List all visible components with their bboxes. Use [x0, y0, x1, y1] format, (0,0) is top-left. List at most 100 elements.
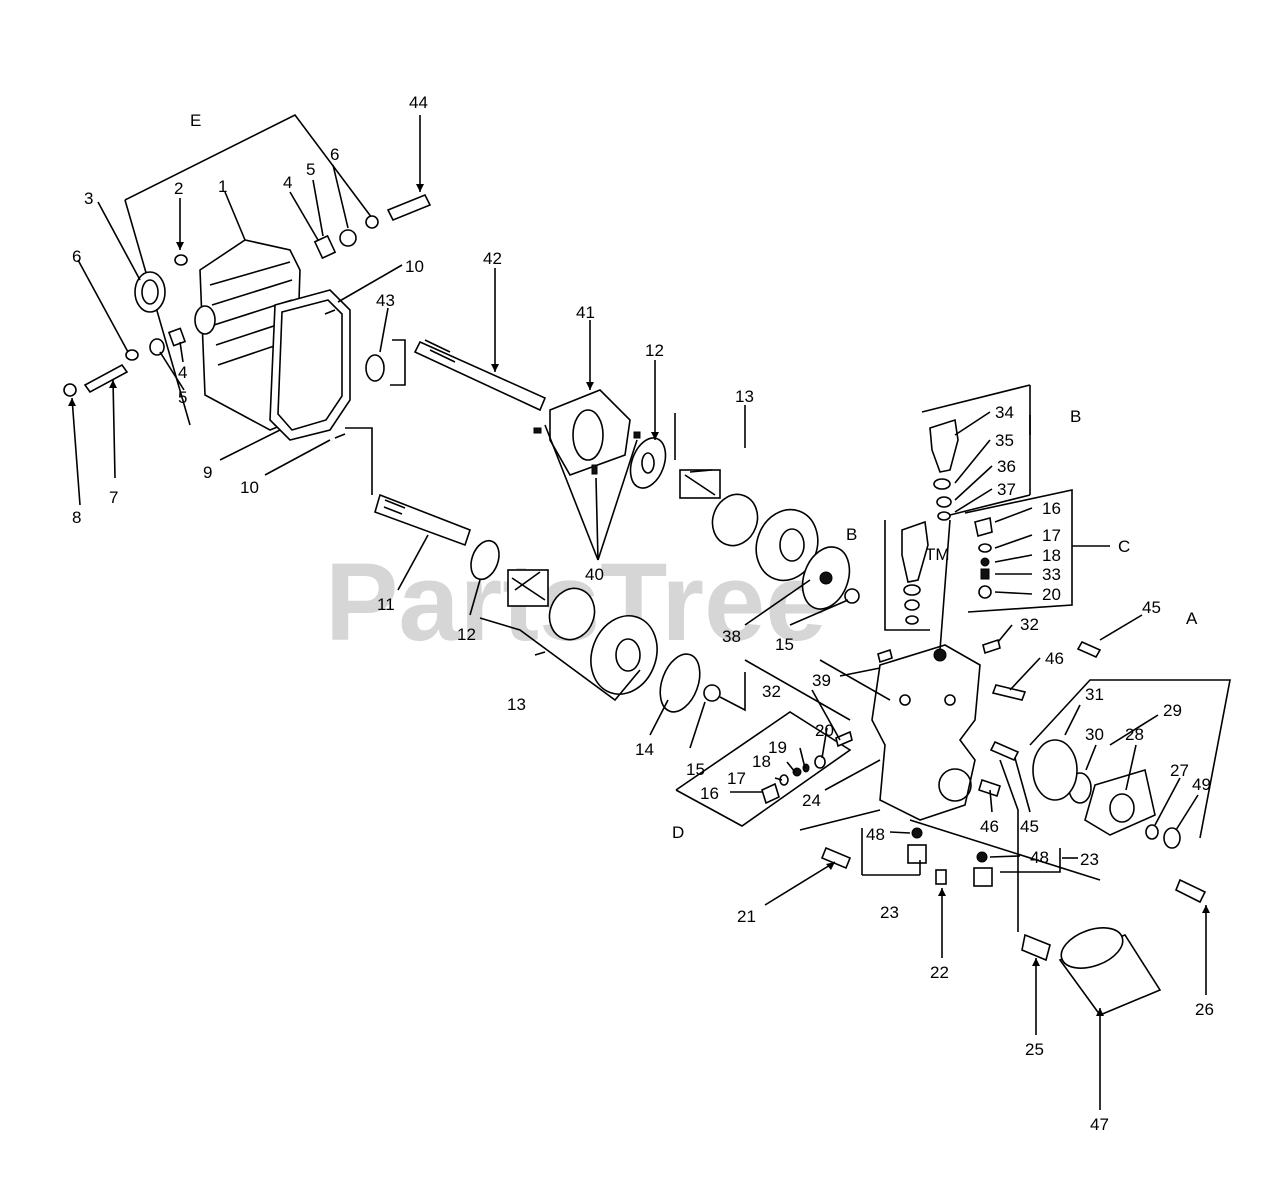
callout-46-upper: 46 — [1045, 649, 1064, 668]
callout-28: 28 — [1125, 725, 1144, 744]
callout-25: 25 — [1025, 1040, 1044, 1059]
callout-8: 8 — [72, 508, 81, 527]
callout-23-right: 23 — [1080, 850, 1099, 869]
port-plate-14 — [659, 653, 701, 713]
callout-18-d: 18 — [752, 752, 771, 771]
piston-group-lower — [507, 569, 746, 713]
callout-6-left: 6 — [72, 247, 81, 266]
plug-23-right — [973, 867, 993, 887]
callout-44: 44 — [409, 93, 428, 112]
callout-b-top: B — [1070, 407, 1081, 426]
callout-23-left: 23 — [880, 903, 899, 922]
callout-3: 3 — [84, 189, 93, 208]
callout-13-upper: 13 — [735, 387, 754, 406]
bolt-45-upper — [1076, 640, 1102, 659]
callout-20-d: 20 — [815, 721, 834, 740]
seal-49 — [1163, 827, 1181, 849]
callout-37: 37 — [997, 480, 1016, 499]
callout-49: 49 — [1192, 775, 1211, 794]
callout-20-c: 20 — [1042, 585, 1061, 604]
washer-2 — [174, 254, 188, 266]
callout-32-upper: 32 — [1020, 615, 1039, 634]
callout-1: 1 — [218, 177, 227, 196]
callout-labels: 44 E 6 5 4 1 2 3 6 4 5 8 7 9 10 10 43 42… — [72, 93, 1214, 1134]
callout-40: 40 — [585, 565, 604, 584]
callout-7: 7 — [109, 488, 118, 507]
callout-24: 24 — [802, 791, 821, 810]
callout-22: 22 — [930, 963, 949, 982]
callout-48-left: 48 — [866, 825, 885, 844]
charge-pump-28 — [1084, 768, 1156, 836]
callout-18-c: 18 — [1042, 546, 1061, 565]
callout-e: E — [190, 111, 201, 130]
callout-b-mid: B — [846, 525, 857, 544]
callout-21: 21 — [737, 907, 756, 926]
callout-10-lower: 10 — [240, 478, 259, 497]
callout-9: 9 — [203, 463, 212, 482]
callout-17-d: 17 — [727, 769, 746, 788]
seal-5 — [339, 229, 357, 247]
callout-45-upper: 45 — [1142, 598, 1161, 617]
callout-26: 26 — [1195, 1000, 1214, 1019]
callout-c: C — [1118, 537, 1130, 556]
washer-12-upper — [629, 437, 667, 489]
callout-43: 43 — [376, 291, 395, 310]
callout-38: 38 — [722, 627, 741, 646]
callout-39: 39 — [812, 671, 831, 690]
valve-d — [675, 711, 852, 827]
callout-5-left: 5 — [178, 388, 187, 407]
swashplate-41 — [549, 389, 631, 476]
pin-15-upper — [844, 588, 860, 604]
callout-2: 2 — [174, 179, 183, 198]
bolt-46-upper — [991, 684, 1027, 701]
bearing-43 — [365, 354, 385, 382]
callout-35: 35 — [995, 431, 1014, 450]
bushing-4 — [313, 234, 337, 260]
callout-32-lower: 32 — [762, 682, 781, 701]
callout-13-lower: 13 — [507, 695, 526, 714]
callout-30: 30 — [1085, 725, 1104, 744]
bolt-21 — [820, 846, 852, 870]
bearing-3 — [134, 271, 166, 313]
callout-16-d: 16 — [700, 784, 719, 803]
bracket-e — [124, 113, 376, 223]
callout-4: 4 — [283, 173, 292, 192]
plug-23-left — [907, 844, 927, 864]
washer-6 — [365, 215, 379, 229]
fitting-22 — [935, 869, 947, 885]
adapter-25 — [1021, 933, 1051, 962]
piston-group-upper — [679, 469, 860, 610]
callout-6: 6 — [330, 145, 339, 164]
center-group — [345, 339, 860, 713]
callout-33: 33 — [1042, 565, 1061, 584]
callout-4-left: 4 — [178, 363, 187, 382]
bolt-26 — [1174, 878, 1207, 904]
callout-15-upper: 15 — [775, 635, 794, 654]
callout-10-upper: 10 — [405, 257, 424, 276]
callout-45-lower: 45 — [1020, 817, 1039, 836]
relief-valve-b-mid — [884, 520, 930, 631]
callout-19: 19 — [768, 738, 787, 757]
center-section-24 — [871, 644, 981, 821]
pin-7 — [83, 363, 129, 394]
shaft-11 — [374, 493, 471, 547]
pin-15-lower — [703, 684, 721, 702]
callout-42: 42 — [483, 249, 502, 268]
watermark-trademark: TM — [925, 545, 950, 564]
callout-27: 27 — [1170, 761, 1189, 780]
bolt-45-lower — [989, 740, 1020, 762]
bolt-46-lower — [978, 778, 1001, 798]
callout-11: 11 — [377, 595, 395, 614]
callout-a: A — [1186, 609, 1198, 628]
callout-29: 29 — [1163, 701, 1182, 720]
callout-46-lower: 46 — [980, 817, 999, 836]
valve-c — [964, 489, 1073, 613]
callout-14: 14 — [635, 740, 654, 759]
callout-12-upper: 12 — [645, 341, 664, 360]
shaft-44 — [386, 193, 432, 222]
callout-16-c: 16 — [1042, 499, 1061, 518]
callout-41: 41 — [576, 303, 595, 322]
spacer-27 — [1145, 824, 1159, 840]
relief-valve-b-top — [929, 418, 959, 521]
